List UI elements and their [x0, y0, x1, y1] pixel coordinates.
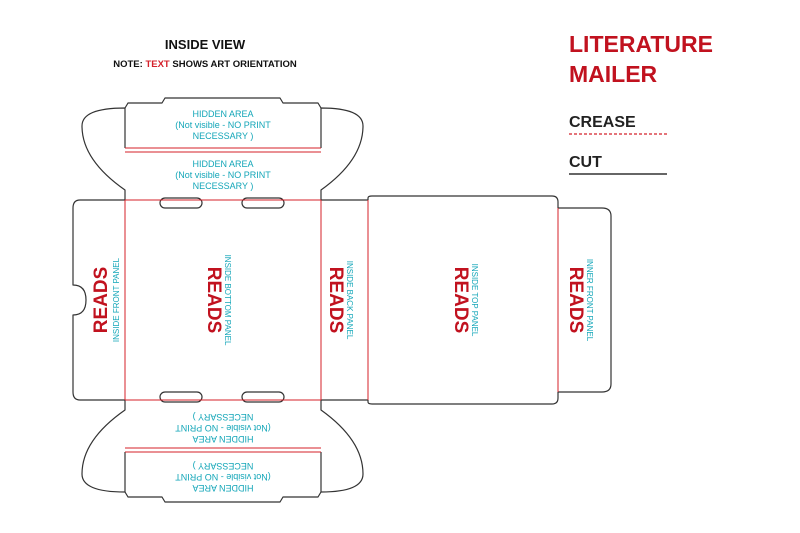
lock-slot-top-left	[159, 197, 203, 209]
inside-front-panel-cut	[72, 199, 125, 401]
svg-text:NECESSARY ): NECESSARY )	[193, 181, 254, 191]
svg-text:HIDDEN AREA: HIDDEN AREA	[192, 159, 253, 169]
right-top-ear-cut	[320, 107, 364, 200]
legend-title-line2: MAILER	[569, 61, 658, 87]
svg-text:INSIDE BOTTOM PANEL: INSIDE BOTTOM PANEL	[223, 255, 232, 346]
svg-text:INNER FRONT PANEL: INNER FRONT PANEL	[585, 259, 594, 342]
view-title: INSIDE VIEW	[165, 37, 246, 52]
hidden-area-label-bottom-2: HIDDEN AREA (Not visible - NO PRINT NECE…	[175, 461, 271, 493]
lock-slot-bottom-right	[241, 391, 285, 403]
svg-text:NECESSARY ): NECESSARY )	[193, 412, 254, 422]
svg-text:(Not visible - NO PRINT: (Not visible - NO PRINT	[175, 423, 271, 433]
inner-front-panel-cut	[558, 207, 612, 393]
svg-text:(Not visible - NO PRINT: (Not visible - NO PRINT	[175, 472, 271, 482]
hidden-area-label-top-1: HIDDEN AREA (Not visible - NO PRINT NECE…	[175, 109, 271, 141]
svg-text:READS: READS	[450, 267, 471, 334]
crease-lines	[124, 147, 559, 453]
lock-slot-top-right	[241, 197, 285, 209]
svg-text:(Not visible - NO PRINT: (Not visible - NO PRINT	[175, 170, 271, 180]
svg-text:(Not visible - NO PRINT: (Not visible - NO PRINT	[175, 120, 271, 130]
top-panel-bottom-cut	[367, 392, 559, 405]
svg-text:HIDDEN AREA: HIDDEN AREA	[192, 483, 253, 493]
inside-back-panel-label: INSIDE BACK PANEL READS	[325, 261, 354, 340]
inside-front-panel-label: READS INSIDE FRONT PANEL	[91, 257, 121, 342]
lock-slot-bottom-left	[159, 391, 203, 403]
inside-top-panel-label: INSIDE TOP PANEL READS	[450, 264, 479, 337]
right-bottom-ear-cut	[320, 400, 364, 493]
svg-text:READS: READS	[325, 267, 346, 334]
hidden-area-label-bottom-1: HIDDEN AREA (Not visible - NO PRINT NECE…	[175, 412, 271, 444]
orientation-note: NOTE: TEXT SHOWS ART ORIENTATION	[113, 59, 297, 70]
bottom-dust-flap-cut	[124, 491, 322, 503]
inner-front-panel-label: INNER FRONT PANEL READS	[565, 259, 594, 342]
hidden-area-label-top-2: HIDDEN AREA (Not visible - NO PRINT NECE…	[175, 159, 271, 191]
top-panel-top-cut	[367, 195, 559, 208]
svg-text:INSIDE TOP PANEL: INSIDE TOP PANEL	[470, 264, 479, 337]
left-top-ear-cut	[81, 107, 126, 200]
svg-text:READS: READS	[203, 267, 224, 334]
left-bottom-ear-cut	[81, 400, 126, 493]
svg-text:INSIDE BACK PANEL: INSIDE BACK PANEL	[345, 261, 354, 340]
cut-label: CUT	[569, 154, 602, 171]
svg-text:READS: READS	[565, 267, 586, 334]
crease-label: CREASE	[569, 114, 636, 131]
legend-title-line1: LITERATURE	[569, 31, 713, 57]
svg-text:NECESSARY ): NECESSARY )	[193, 461, 254, 471]
svg-text:HIDDEN AREA: HIDDEN AREA	[192, 109, 253, 119]
top-dust-flap-cut	[124, 97, 322, 109]
svg-text:NECESSARY ): NECESSARY )	[193, 131, 254, 141]
svg-text:INSIDE FRONT PANEL: INSIDE FRONT PANEL	[112, 257, 121, 342]
svg-text:READS: READS	[91, 267, 112, 334]
inside-bottom-panel-label: INSIDE BOTTOM PANEL READS	[203, 255, 232, 346]
cut-lines	[72, 97, 612, 503]
svg-text:HIDDEN AREA: HIDDEN AREA	[192, 434, 253, 444]
